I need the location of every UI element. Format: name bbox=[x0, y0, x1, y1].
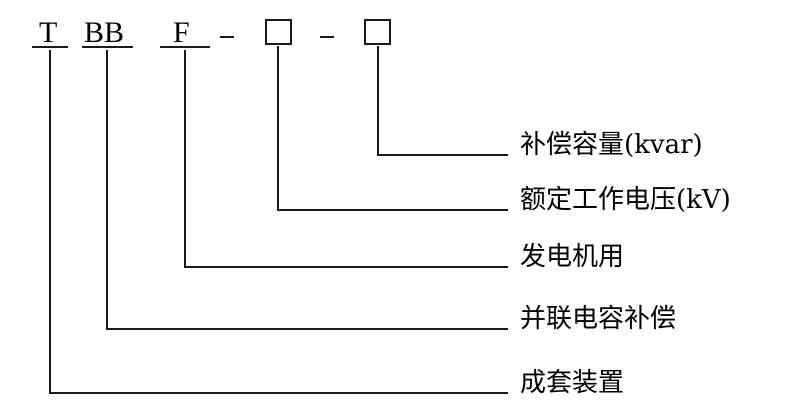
leader-shunt bbox=[106, 50, 508, 330]
leader-generator bbox=[184, 50, 508, 268]
code-letter-bb: BB bbox=[84, 16, 124, 49]
label-generator: 发电机用 bbox=[520, 242, 624, 272]
code-letter-f: F bbox=[173, 16, 190, 49]
label-complete-set: 成套装置 bbox=[520, 368, 624, 398]
leader-voltage bbox=[277, 46, 508, 211]
label-shunt: 并联电容补偿 bbox=[520, 304, 676, 334]
leader-complete-set bbox=[49, 50, 508, 394]
placeholder-box-voltage bbox=[265, 19, 292, 45]
code-letter-t: T bbox=[39, 16, 57, 49]
placeholder-box-capacity bbox=[364, 19, 391, 45]
label-capacity: 补偿容量(kvar) bbox=[520, 130, 703, 160]
leader-capacity bbox=[377, 46, 508, 156]
label-voltage: 额定工作电压(kV) bbox=[520, 185, 731, 215]
